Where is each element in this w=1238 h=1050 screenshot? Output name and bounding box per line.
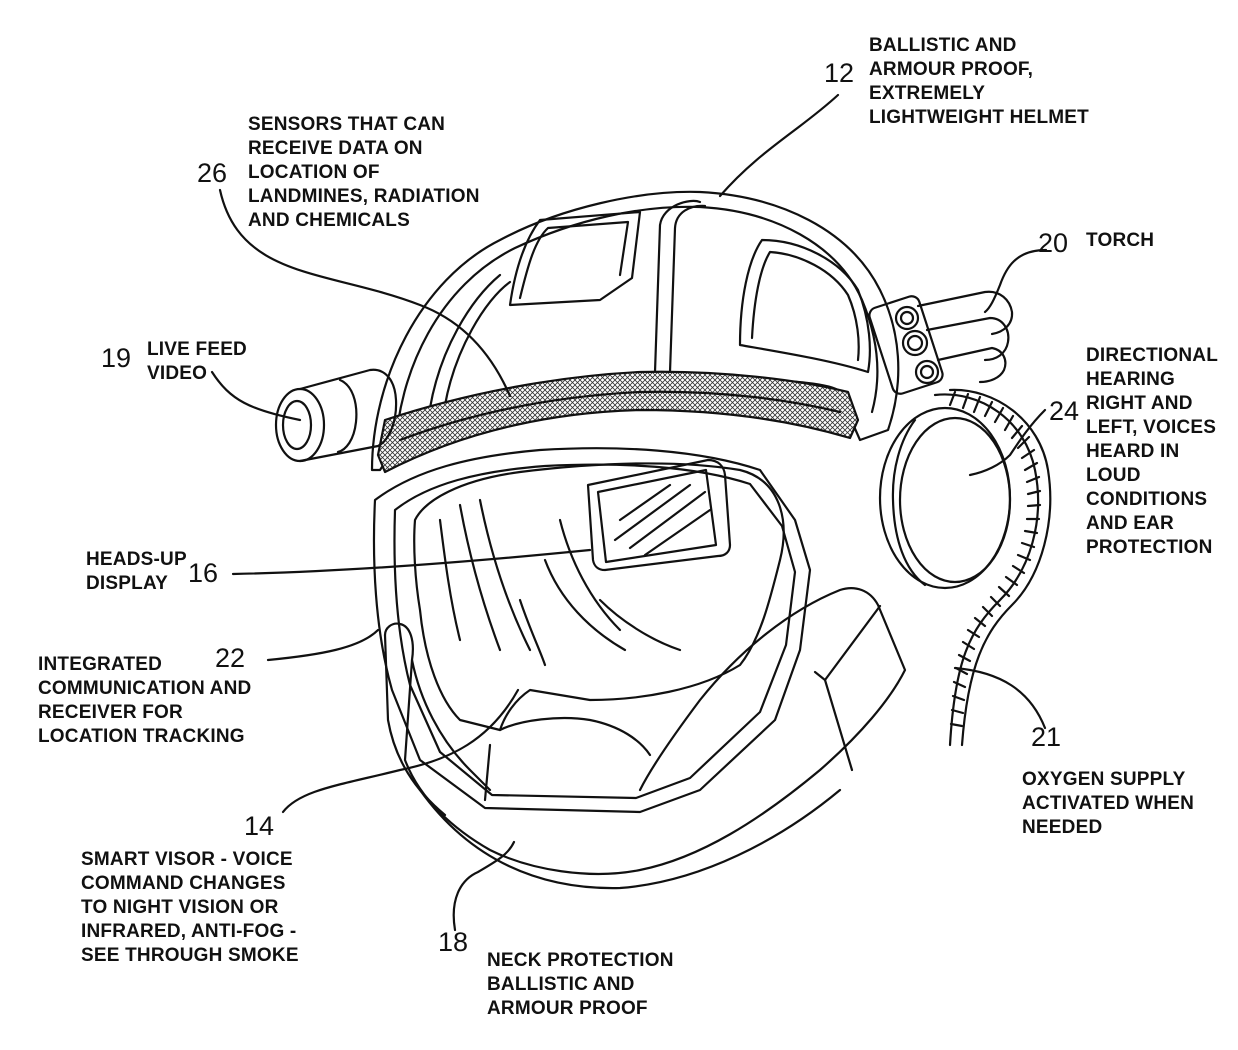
leader-18 [452,840,516,932]
callout-number-18: 18 [438,927,469,957]
callout-label-26: SENSORS THAT CAN RECEIVE DATA ON LOCATIO… [248,114,480,231]
callout-number-21: 21 [1031,722,1062,752]
callout-label-19: LIVE FEED VIDEO [147,339,247,384]
visor [413,462,785,732]
torch [868,290,1014,395]
neck-protection [383,587,907,890]
callout-label-16: HEADS-UP DISPLAY [86,549,187,594]
helmet-window [738,238,871,374]
ear-protector [878,406,1012,590]
callout-number-22: 22 [215,643,246,673]
callout-label-21: OXYGEN SUPPLY ACTIVATED WHEN NEEDED [1022,769,1195,838]
heads-up-display [586,458,732,572]
callout-number-14: 14 [244,811,275,841]
leader-16 [231,548,592,576]
callout-label-20: TORCH [1086,230,1155,251]
camera [274,368,398,463]
callout-number-26: 26 [197,158,228,188]
leader-19 [210,370,302,422]
callout-label-14: SMART VISOR - VOICE COMMAND CHANGES TO N… [81,849,299,966]
callout-number-19: 19 [101,343,132,373]
leader-24 [968,408,1047,477]
callout-label-12: BALLISTIC AND ARMOUR PROOF, EXTREMELY LI… [869,35,1089,128]
callout-number-20: 20 [1038,228,1069,258]
callout-label-18: NECK PROTECTION BALLISTIC AND ARMOUR PRO… [487,950,674,1019]
callout-label-24: DIRECTIONAL HEARING RIGHT AND LEFT, VOIC… [1086,345,1219,558]
leader-12 [718,93,840,198]
callout-number-24: 24 [1049,396,1080,426]
sensor-band [376,370,860,474]
callout-number-16: 16 [188,558,219,588]
leader-26 [218,188,512,398]
leader-21 [953,666,1047,730]
callout-number-12: 12 [824,58,855,88]
leader-20 [983,248,1048,314]
callout-label-22: INTEGRATED COMMUNICATION AND RECEIVER FO… [38,654,252,747]
leader-14 [281,688,520,814]
leader-22 [266,628,380,662]
face-rim [372,447,812,814]
oxygen-hose [933,388,1052,747]
